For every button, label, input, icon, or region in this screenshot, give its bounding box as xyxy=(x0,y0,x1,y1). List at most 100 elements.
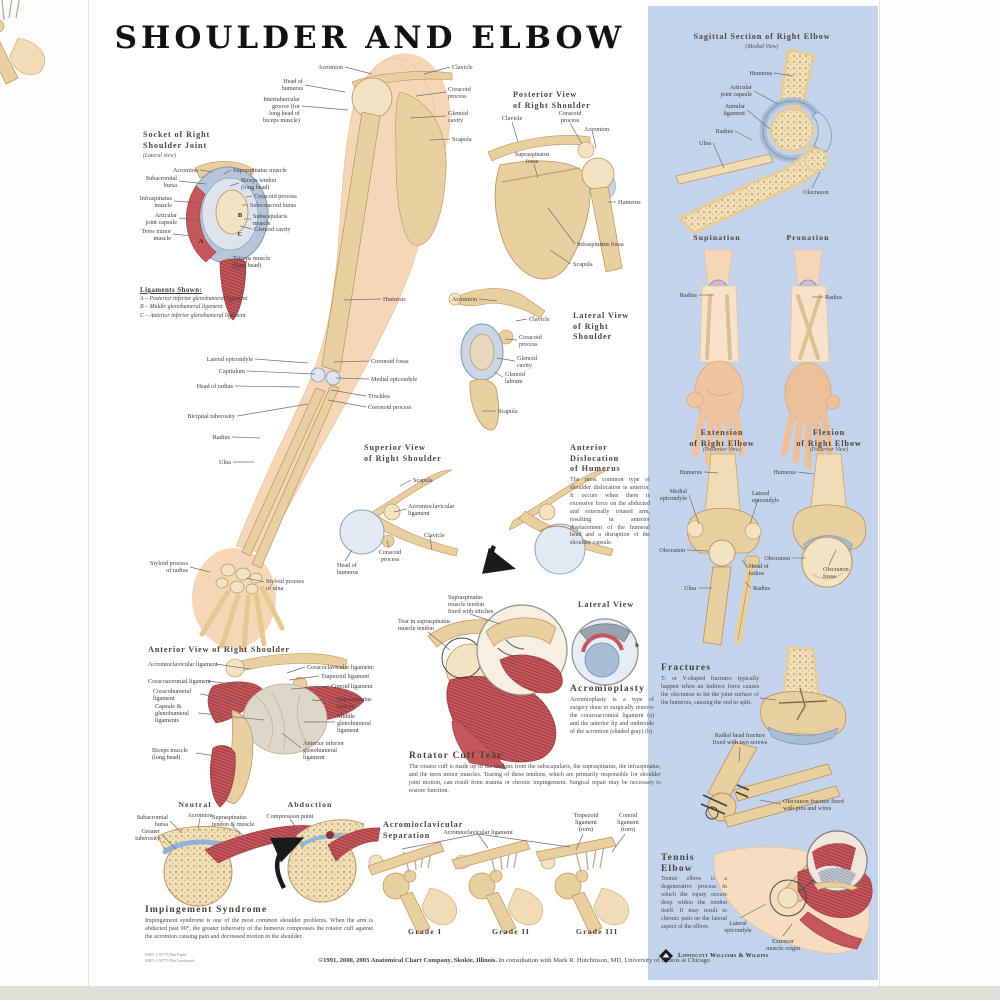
figure-sagittal-elbow xyxy=(675,48,832,235)
diagram-label: Coracohumeral ligament xyxy=(153,688,192,703)
diagram-label: Supraspinatus muscle xyxy=(233,167,287,174)
diagram-label: Scapula xyxy=(498,408,518,415)
copyright-company: ©1991, 2000, 2003 Anatomical Chart Compa… xyxy=(318,957,498,964)
diagram-label: (Lateral view) xyxy=(143,153,177,159)
diagram-label: Ulna xyxy=(698,140,711,147)
diagram-label: (Posterior View) xyxy=(809,447,849,453)
diagram-label: Coracoid process xyxy=(254,193,297,200)
diagram-label: Annular ligament xyxy=(723,103,745,118)
diagram-label: Pronation xyxy=(786,233,830,242)
figure-abduction xyxy=(270,819,381,903)
diagram-label: Infraspinatus muscle xyxy=(139,195,172,210)
diagram-label: Impingement syndrome is one of the most … xyxy=(145,918,373,940)
figure-rotator-cuff xyxy=(427,604,639,770)
figure-main-arm xyxy=(192,53,453,653)
diagram-label: Ulna xyxy=(218,459,231,466)
diagram-label: Coronoid fossa xyxy=(371,358,409,365)
diagram-label: Humerus xyxy=(749,70,772,77)
diagram-label: Abduction xyxy=(287,800,333,809)
diagram-label: Supraspinatus muscle xyxy=(337,696,372,711)
diagram-label: Coracoid process xyxy=(519,334,542,349)
figure-flexion xyxy=(792,453,867,588)
diagram-label: Radius xyxy=(715,128,733,135)
diagram-label: Impingement Syndrome xyxy=(145,905,268,915)
diagram-label: Subacromial bursa xyxy=(145,175,177,190)
diagram-label: Olecranon xyxy=(659,547,685,554)
diagram-label: Tennis Elbow xyxy=(661,853,695,874)
diagram-label: Head of humerus xyxy=(281,78,303,93)
figure-extension xyxy=(686,453,762,646)
publisher-diamond-icon xyxy=(659,949,673,963)
diagram-label: Grade II xyxy=(491,927,531,936)
figure-anterior-dislocation xyxy=(481,469,614,575)
diagram-label: C xyxy=(237,231,243,238)
diagram-label: Fractures xyxy=(661,663,712,673)
diagram-label: Acromioclavicular ligament xyxy=(408,503,455,518)
diagram-label: Medial epicondyle xyxy=(659,488,687,503)
diagram-label: Head of humerus xyxy=(337,562,359,577)
diagram-label: Olecranon fracture fixed with pins and w… xyxy=(783,798,844,813)
diagram-label: Acromioplasty is a type of surgery done … xyxy=(570,697,654,735)
diagram-label: B xyxy=(237,212,243,219)
copyright-consultant: In consultation with Mark R. Hutchinson,… xyxy=(497,957,710,964)
diagram-label: Infraspinatus fossa xyxy=(577,241,624,248)
diagram-label: Coracoclavicular ligament: xyxy=(307,664,375,671)
diagram-label: Teres minor muscle xyxy=(141,228,171,243)
diagram-label: Acromion xyxy=(451,296,477,303)
diagram-label: Anterior View of Right Shoulder xyxy=(148,645,290,654)
diagram-label: Scapula xyxy=(413,477,433,484)
diagram-label: Acromioclavicular ligament xyxy=(443,829,513,836)
diagram-label: Socket of Right Shoulder Joint xyxy=(143,130,211,150)
page-title: SHOULDER AND ELBOW xyxy=(114,20,626,56)
diagram-label: Medial epicondyle xyxy=(371,376,418,383)
figure-socket xyxy=(185,161,269,321)
diagram-label: Capitulum xyxy=(218,368,245,375)
diagram-label: Clavicle xyxy=(424,532,445,539)
diagram-label: Clavicle xyxy=(529,316,550,323)
diagram-label: Coracoacromial ligament xyxy=(148,678,211,685)
diagram-label: The most common type of shoulder disloca… xyxy=(570,477,650,547)
diagram-label: (Medial View) xyxy=(745,44,779,50)
diagram-label: Biceps tendon (long head) xyxy=(241,177,277,192)
diagram-label: Acromion xyxy=(317,64,343,71)
diagram-label: Clavicle xyxy=(501,115,523,122)
diagram-label: Coracoid process xyxy=(558,110,582,125)
diagram-label: Grade III xyxy=(575,927,619,936)
diagram-label: Glenoid labrum xyxy=(505,371,525,386)
diagram-label: Acromioclavicular ligament xyxy=(148,661,218,668)
diagram-label: A xyxy=(198,238,204,245)
diagram-label: Scapula xyxy=(573,261,593,268)
figure-fractures xyxy=(700,645,847,828)
diagram-label: Tennis elbow is a degenerative process i… xyxy=(661,876,727,930)
diagram-label: Supraspinatus fossa xyxy=(514,151,550,166)
figure-posterior-view xyxy=(487,135,623,280)
diagram-label: Triceps muscle (long head) xyxy=(233,255,271,270)
diagram-label: T- or Y-shaped fractures typically happe… xyxy=(661,676,759,706)
diagram-label: Middle glenohumeral ligament xyxy=(337,713,372,735)
figure-ac-separation-base xyxy=(0,0,46,85)
diagram-label: Glenoid cavity xyxy=(517,355,537,370)
figure-superior-view xyxy=(353,469,459,557)
diagram-label: Subacromial bursa xyxy=(136,814,168,829)
copyright-line: ©1991, 2000, 2003 Anatomical Chart Compa… xyxy=(318,957,710,964)
diagram-label: Trapezoid ligament (torn) xyxy=(573,812,599,834)
diagram-label: Sagittal Section of Right Elbow xyxy=(693,32,831,41)
diagram-label: Acromioclavicular Separation xyxy=(383,820,464,840)
diagram-label: Subcoracoid bursa xyxy=(250,202,296,209)
diagram-label: Neutral xyxy=(178,800,212,809)
humeral-head xyxy=(339,509,385,555)
diagram-label: Rotator Cuff Tear xyxy=(409,751,503,761)
diagram-label: Humerus xyxy=(618,199,641,206)
diagram-label: Styloid process of ulna xyxy=(266,578,304,593)
diagram-label: Conoid ligament xyxy=(331,683,373,690)
diagram-label: Tear in supraspinatus muscle tendon xyxy=(398,618,451,633)
diagram-label: Head of radius xyxy=(749,563,769,578)
diagram-label: Trapezoid ligament xyxy=(321,673,370,680)
diagram-label: Biceps muscle (long head) xyxy=(152,747,188,762)
diagram-label: Bicipital tuberosity xyxy=(187,413,235,420)
figure-lateral-view xyxy=(448,288,546,431)
diagram-label: Articular joint capsule xyxy=(720,84,752,99)
diagram-label: Head of radius xyxy=(196,383,233,390)
